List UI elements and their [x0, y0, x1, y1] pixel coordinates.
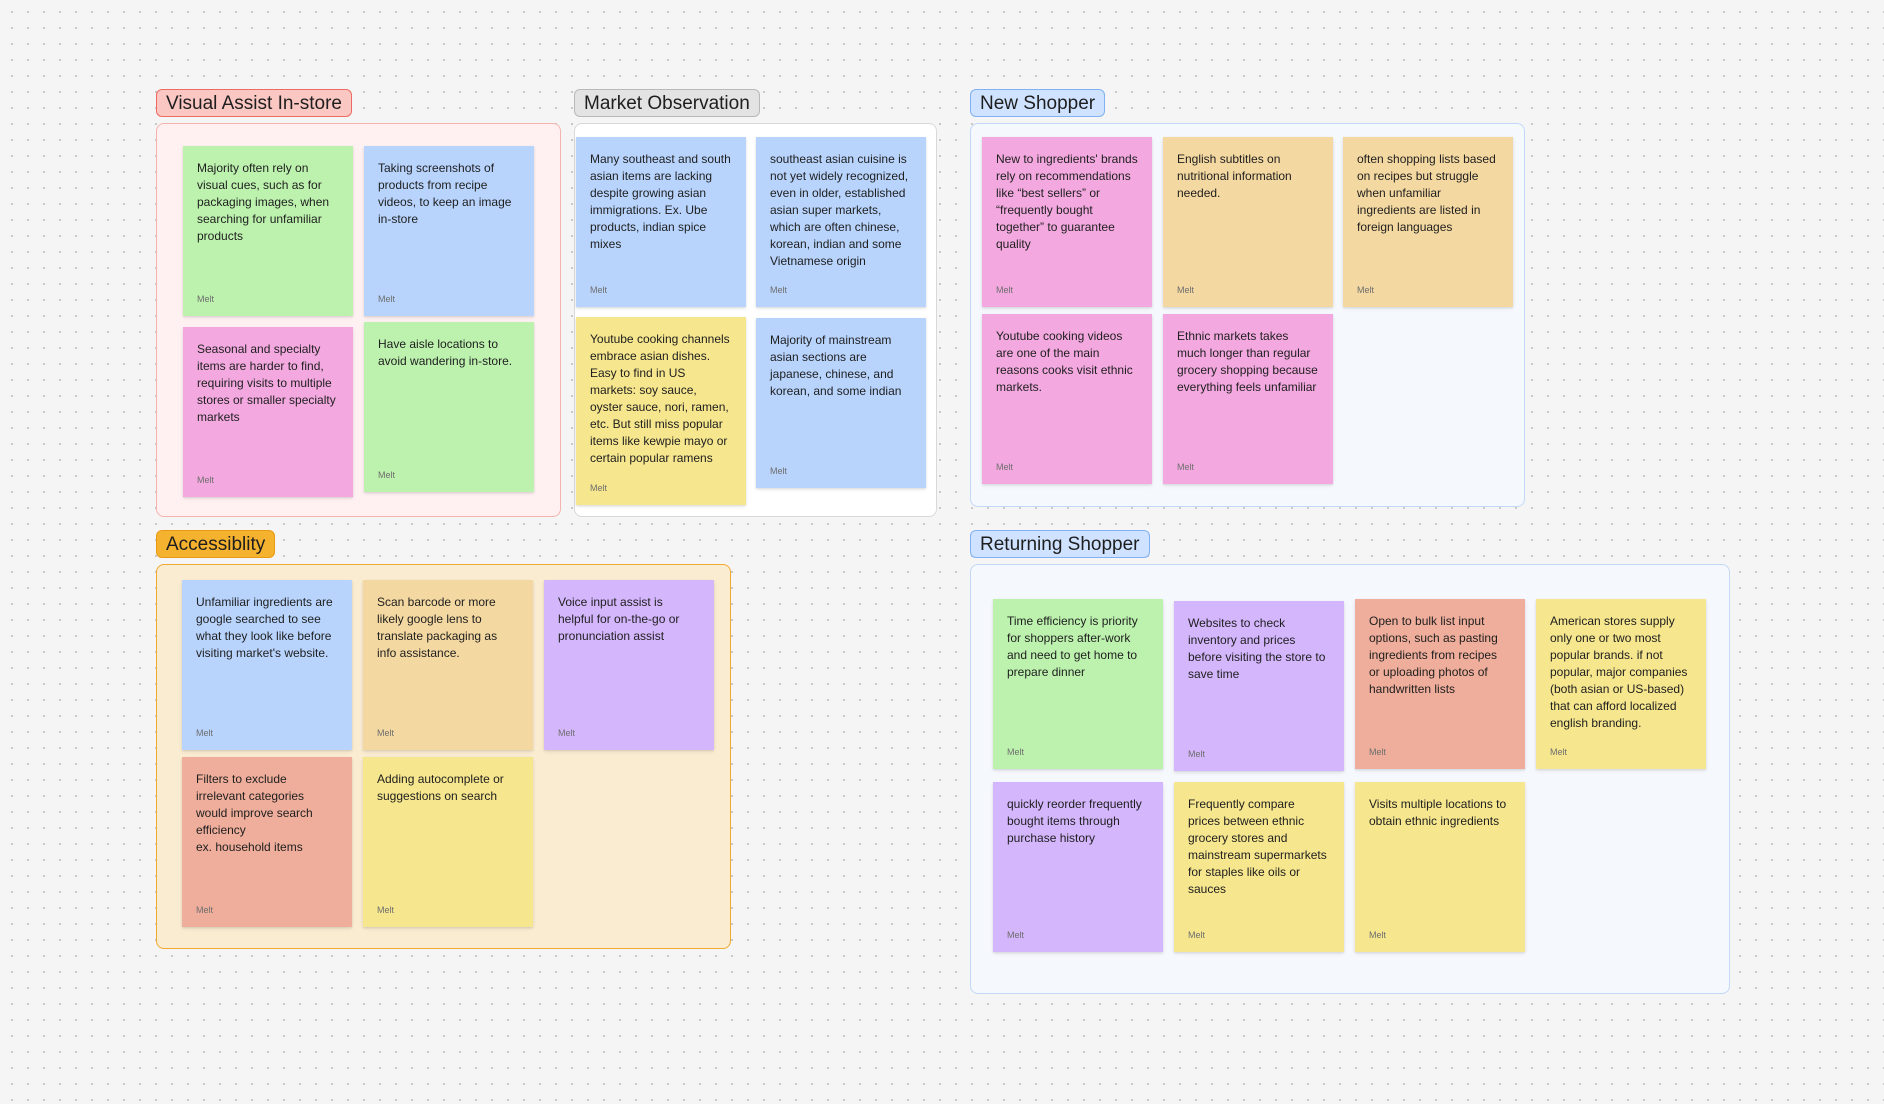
sticky-note[interactable]: often shopping lists based on recipes bu…: [1343, 137, 1513, 307]
sticky-note-text: Frequently compare prices between ethnic…: [1188, 797, 1327, 896]
sticky-note-author: Melt: [1007, 930, 1025, 940]
sticky-note-author: Melt: [197, 475, 215, 485]
sticky-note-author: Melt: [996, 285, 1014, 295]
sticky-note-text: Time efficiency is priority for shoppers…: [1007, 614, 1138, 679]
section-title-new-shopper[interactable]: New Shopper: [970, 89, 1106, 117]
sticky-note-text: Taking screenshots of products from reci…: [378, 161, 512, 226]
sticky-note-author: Melt: [590, 483, 608, 493]
sticky-note[interactable]: Websites to check inventory and prices b…: [1174, 601, 1344, 771]
sticky-note-author: Melt: [996, 462, 1014, 472]
section-new-shopper[interactable]: New to ingredients' brands rely on recom…: [970, 123, 1525, 507]
section-title-market-observation[interactable]: Market Observation: [574, 89, 760, 117]
sticky-note[interactable]: Unfamiliar ingredients are google search…: [182, 580, 352, 750]
sticky-note[interactable]: Youtube cooking channels embrace asian d…: [576, 317, 746, 505]
sticky-note-text: Open to bulk list input options, such as…: [1369, 614, 1498, 696]
section-returning-shopper[interactable]: Time efficiency is priority for shoppers…: [970, 564, 1730, 994]
section-title-returning-shopper[interactable]: Returning Shopper: [970, 530, 1150, 558]
sticky-note-text: Have aisle locations to avoid wandering …: [378, 337, 513, 368]
sticky-note-author: Melt: [1188, 749, 1206, 759]
sticky-note[interactable]: Ethnic markets takes much longer than re…: [1163, 314, 1333, 484]
sticky-note-text: English subtitles on nutritional informa…: [1177, 152, 1292, 200]
sticky-note[interactable]: Majority of mainstream asian sections ar…: [756, 318, 926, 488]
sticky-note-text: American stores supply only one or two m…: [1550, 614, 1688, 730]
sticky-note-text: southeast asian cuisine is not yet widel…: [770, 152, 909, 268]
sticky-note-author: Melt: [1007, 747, 1025, 757]
sticky-note-author: Melt: [1369, 747, 1387, 757]
section-title-visual-assist[interactable]: Visual Assist In-store: [156, 89, 353, 117]
sticky-note-text: Voice input assist is helpful for on-the…: [558, 595, 680, 643]
sticky-note-author: Melt: [378, 470, 396, 480]
sticky-note-text: Adding autocomplete or suggestions on se…: [377, 772, 504, 803]
sticky-note-author: Melt: [558, 728, 576, 738]
sticky-note-author: Melt: [770, 285, 788, 295]
sticky-note-text: Websites to check inventory and prices b…: [1188, 616, 1326, 681]
sticky-note-text: quickly reorder frequently bought items …: [1007, 797, 1142, 845]
sticky-note[interactable]: Filters to exclude irrelevant categories…: [182, 757, 352, 927]
sticky-note-author: Melt: [1550, 747, 1568, 757]
sticky-note-text: Majority often rely on visual cues, such…: [197, 161, 330, 243]
sticky-note[interactable]: Have aisle locations to avoid wandering …: [364, 322, 534, 492]
sticky-note-text: Scan barcode or more likely google lens …: [377, 595, 498, 660]
sticky-note[interactable]: Time efficiency is priority for shoppers…: [993, 599, 1163, 769]
sticky-note[interactable]: Taking screenshots of products from reci…: [364, 146, 534, 316]
sticky-note-author: Melt: [1369, 930, 1387, 940]
sticky-note-author: Melt: [590, 285, 608, 295]
sticky-note[interactable]: Visits multiple locations to obtain ethn…: [1355, 782, 1525, 952]
sticky-note-text: Filters to exclude irrelevant categories…: [196, 772, 313, 854]
sticky-note-text: Ethnic markets takes much longer than re…: [1177, 329, 1318, 394]
section-title-accessibility[interactable]: Accessiblity: [156, 530, 276, 558]
sticky-note-author: Melt: [378, 294, 396, 304]
sticky-note-text: Seasonal and specialty items are harder …: [197, 342, 336, 424]
sticky-note[interactable]: Seasonal and specialty items are harder …: [183, 327, 353, 497]
sticky-note-text: Youtube cooking channels embrace asian d…: [590, 332, 730, 465]
sticky-note-text: Many southeast and south asian items are…: [590, 152, 731, 251]
sticky-note[interactable]: American stores supply only one or two m…: [1536, 599, 1706, 769]
sticky-note-author: Melt: [1177, 285, 1195, 295]
sticky-note[interactable]: southeast asian cuisine is not yet widel…: [756, 137, 926, 307]
sticky-note-author: Melt: [197, 294, 215, 304]
sticky-note[interactable]: Scan barcode or more likely google lens …: [363, 580, 533, 750]
section-accessibility[interactable]: Unfamiliar ingredients are google search…: [156, 564, 731, 949]
section-visual-assist[interactable]: Majority often rely on visual cues, such…: [156, 123, 561, 517]
sticky-note-author: Melt: [196, 728, 214, 738]
sticky-note[interactable]: Majority often rely on visual cues, such…: [183, 146, 353, 316]
sticky-note-author: Melt: [196, 905, 214, 915]
sticky-note[interactable]: English subtitles on nutritional informa…: [1163, 137, 1333, 307]
sticky-note[interactable]: Voice input assist is helpful for on-the…: [544, 580, 714, 750]
sticky-note[interactable]: quickly reorder frequently bought items …: [993, 782, 1163, 952]
sticky-note-author: Melt: [377, 728, 395, 738]
sticky-note[interactable]: Youtube cooking videos are one of the ma…: [982, 314, 1152, 484]
sticky-note-text: New to ingredients' brands rely on recom…: [996, 152, 1138, 251]
sticky-note-text: Unfamiliar ingredients are google search…: [196, 595, 333, 660]
sticky-note-text: often shopping lists based on recipes bu…: [1357, 152, 1496, 234]
sticky-note-text: Majority of mainstream asian sections ar…: [770, 333, 902, 398]
section-market-observation[interactable]: Many southeast and south asian items are…: [574, 123, 937, 517]
sticky-note-text: Visits multiple locations to obtain ethn…: [1369, 797, 1507, 828]
sticky-note-text: Youtube cooking videos are one of the ma…: [996, 329, 1133, 394]
sticky-note-author: Melt: [377, 905, 395, 915]
sticky-note[interactable]: Many southeast and south asian items are…: [576, 137, 746, 307]
sticky-note[interactable]: New to ingredients' brands rely on recom…: [982, 137, 1152, 307]
sticky-note[interactable]: Open to bulk list input options, such as…: [1355, 599, 1525, 769]
sticky-note[interactable]: Adding autocomplete or suggestions on se…: [363, 757, 533, 927]
sticky-note-author: Melt: [1177, 462, 1195, 472]
sticky-note-author: Melt: [1188, 930, 1206, 940]
sticky-note[interactable]: Frequently compare prices between ethnic…: [1174, 782, 1344, 952]
sticky-note-author: Melt: [1357, 285, 1375, 295]
sticky-note-author: Melt: [770, 466, 788, 476]
